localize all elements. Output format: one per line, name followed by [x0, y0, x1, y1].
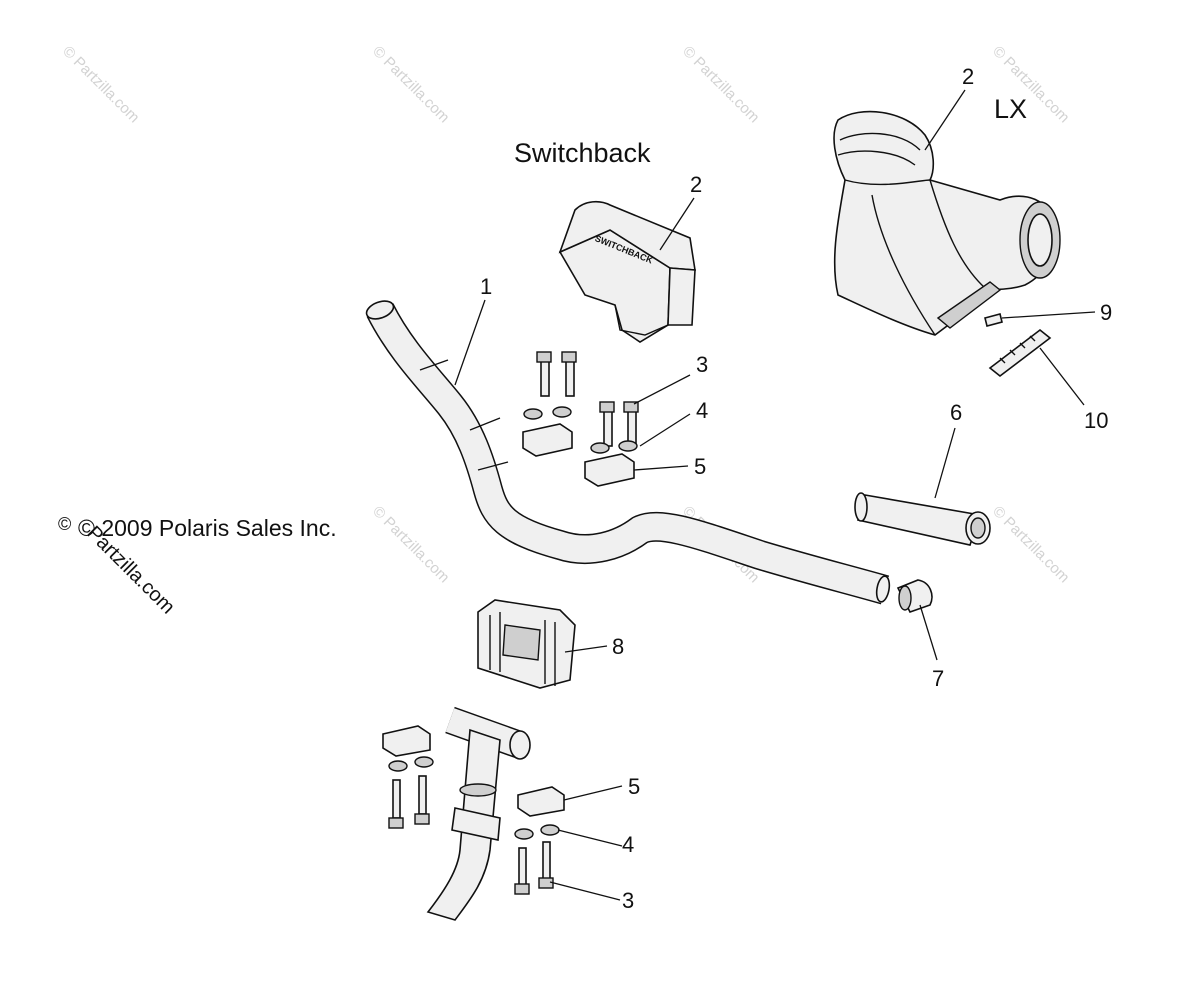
callout-7: 7 [932, 666, 944, 691]
callout-2-switchback: 2 [690, 172, 702, 197]
copyright-prefix: © [58, 514, 71, 534]
steering-post [426, 706, 531, 921]
callout-3-upper: 3 [696, 352, 708, 377]
grip [854, 492, 991, 546]
end-plug [896, 579, 933, 613]
callout-6: 6 [950, 400, 962, 425]
watermark: © Partzilla.com [369, 503, 452, 586]
callouts: 2 2 1 3 4 5 6 7 8 9 10 5 4 3 [480, 64, 1112, 913]
callout-8: 8 [612, 634, 624, 659]
upper-hardware [522, 351, 639, 487]
callout-4-lower: 4 [622, 832, 634, 857]
watermark: © Partzilla.com [369, 43, 452, 126]
switchback-pad: SWITCHBACK [558, 200, 696, 343]
lx-handguard [833, 110, 1061, 336]
lower-hardware [382, 725, 565, 895]
callout-4-upper: 4 [696, 398, 708, 423]
callout-5-lower: 5 [628, 774, 640, 799]
watermark: © Partzilla.com [59, 43, 142, 126]
strip [988, 328, 1052, 378]
watermark: © Partzilla.com [989, 503, 1072, 586]
copyright-text: © 2009 Polaris Sales Inc. [78, 515, 337, 541]
watermark: © Partzilla.com [679, 43, 762, 126]
callout-9: 9 [1100, 300, 1112, 325]
riser-block [477, 599, 576, 689]
callout-1: 1 [480, 274, 492, 299]
lx-title: LX [994, 94, 1027, 124]
callout-3-lower: 3 [622, 888, 634, 913]
callout-2-lx: 2 [962, 64, 974, 89]
screw [984, 313, 1003, 327]
callout-5-upper: 5 [694, 454, 706, 479]
handlebar [365, 300, 891, 605]
callout-10: 10 [1084, 408, 1108, 433]
leader-lines [454, 89, 1096, 901]
switchback-title: Switchback [514, 138, 651, 168]
